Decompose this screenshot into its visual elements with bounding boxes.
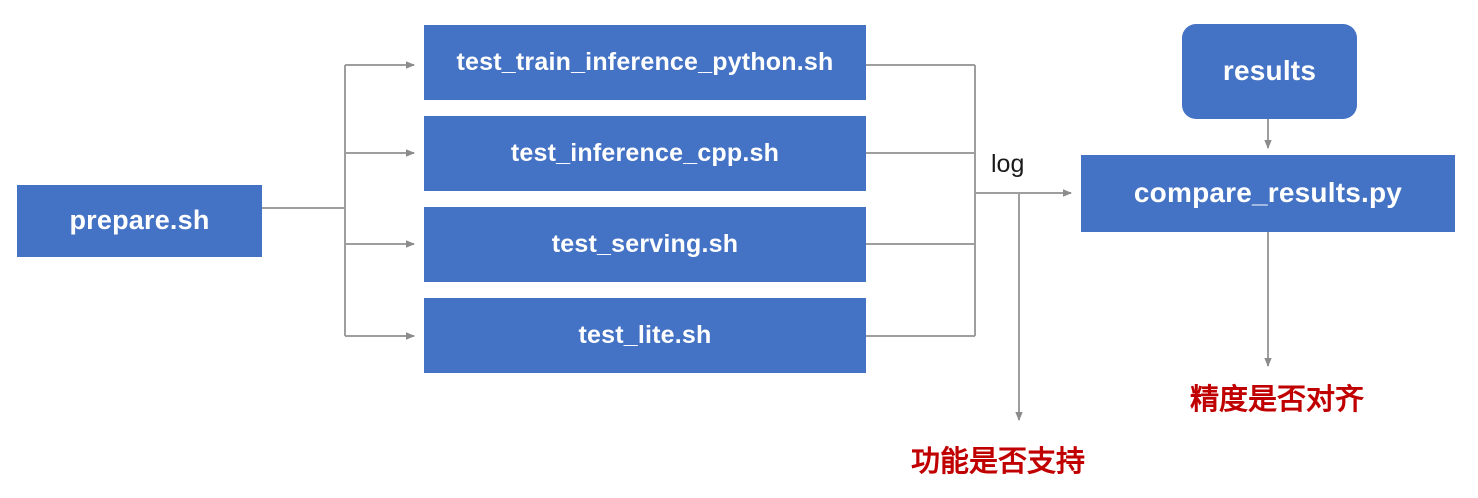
node-results-label: results — [1222, 55, 1317, 87]
node-prepare-sh[interactable]: prepare.sh — [17, 185, 262, 257]
annotation-function-supported: 功能是否支持 — [911, 444, 1086, 478]
node-compare-results-py-label: compare_results.py — [1133, 177, 1403, 209]
node-test-inference-cpp-sh[interactable]: test_inference_cpp.sh — [424, 116, 866, 191]
node-compare-results-py[interactable]: compare_results.py — [1081, 155, 1455, 232]
edge-label-log: log — [991, 150, 1025, 178]
node-prepare-sh-label: prepare.sh — [69, 205, 210, 236]
annotation-precision-aligned: 精度是否对齐 — [1190, 382, 1365, 416]
node-test-train-inference-python-sh-label: test_train_inference_python.sh — [456, 47, 834, 76]
node-test-train-inference-python-sh[interactable]: test_train_inference_python.sh — [424, 25, 866, 100]
node-test-inference-cpp-sh-label: test_inference_cpp.sh — [510, 138, 780, 167]
node-test-serving-sh[interactable]: test_serving.sh — [424, 207, 866, 282]
node-test-serving-sh-label: test_serving.sh — [551, 229, 739, 258]
node-test-lite-sh[interactable]: test_lite.sh — [424, 298, 866, 373]
node-results[interactable]: results — [1182, 24, 1357, 119]
node-test-lite-sh-label: test_lite.sh — [578, 320, 712, 349]
